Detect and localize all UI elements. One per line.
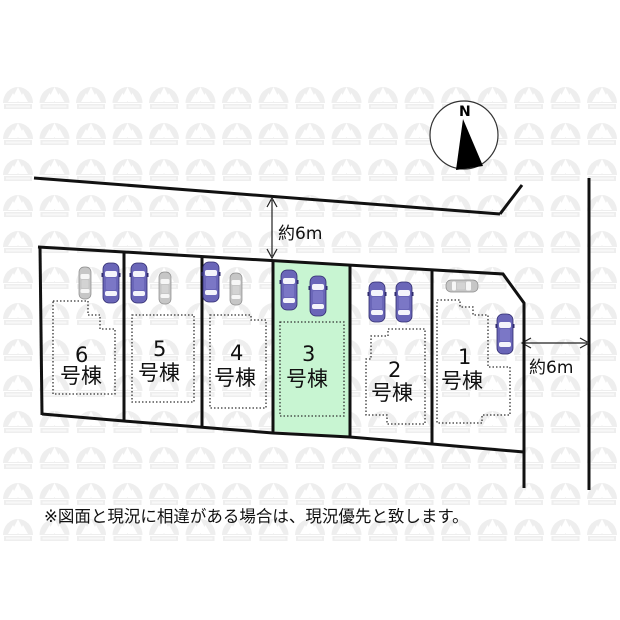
lot-suffix: 号棟 <box>441 369 483 393</box>
footprint-lot-2 <box>365 328 426 425</box>
lot-suffix: 号棟 <box>138 361 180 385</box>
lot-suffix: 号棟 <box>214 366 256 390</box>
lot-number: 2 <box>388 358 401 382</box>
lot-6-label: 6 号棟 <box>60 343 102 388</box>
car-icon <box>129 262 149 304</box>
footprint-lot-4 <box>209 314 267 409</box>
car-icon <box>78 266 92 300</box>
car-icon <box>158 271 172 305</box>
right-road: 約6m <box>520 178 591 490</box>
lot-number: 4 <box>230 341 243 365</box>
car-icon <box>308 275 328 317</box>
lot-3-label: 3 号棟 <box>286 342 328 391</box>
lot-suffix: 号棟 <box>371 381 413 405</box>
compass-north-label: N <box>459 104 471 120</box>
north-arrow-icon <box>456 119 483 170</box>
top-road-corner <box>498 184 524 215</box>
lot-number: 3 <box>302 342 315 366</box>
car-icon <box>495 313 515 355</box>
arrowhead-up-icon <box>266 196 278 208</box>
arrowhead-down-icon <box>266 248 278 260</box>
house-footprints <box>52 299 511 425</box>
car-icon <box>445 279 479 293</box>
lot-number: 6 <box>75 343 88 367</box>
footprint-lot-1 <box>436 299 511 424</box>
site-back-edge <box>41 412 525 454</box>
site-left-edge <box>38 245 44 416</box>
top-road: 約6m <box>33 176 524 260</box>
lot-5-label: 5 号棟 <box>138 337 180 385</box>
disclaimer-note: ※図面と現況に相違がある場合は、現況優先と致します。 <box>44 507 469 526</box>
top-road-far-edge <box>33 176 501 216</box>
lot-number: 1 <box>458 345 471 369</box>
footprint-lot-6 <box>52 300 116 395</box>
car-icon <box>101 262 121 304</box>
site-front-edge <box>37 245 526 488</box>
footprint-lot-3 <box>279 321 345 417</box>
site-outline <box>37 245 526 488</box>
lot-2-label: 2 号棟 <box>371 358 413 405</box>
lot-4-label: 4 号棟 <box>214 341 256 390</box>
car-icon <box>229 272 243 306</box>
right-road-width-label: 約6m <box>529 358 573 378</box>
car-icon <box>394 281 414 323</box>
car-icon <box>201 261 221 303</box>
compass: N <box>429 100 499 170</box>
top-road-width-label: 約6m <box>278 224 322 244</box>
lot-suffix: 号棟 <box>286 367 328 391</box>
car-icon <box>279 269 299 311</box>
arrowhead-right-icon <box>579 337 591 349</box>
lot-1-label: 1 号棟 <box>441 345 483 393</box>
lot-number: 5 <box>153 337 166 361</box>
lot-suffix: 号棟 <box>60 364 102 388</box>
arrowhead-left-icon <box>520 337 532 349</box>
lot-labels: 6 号棟 5 号棟 4 号棟 3 号棟 2 号棟 1 号棟 <box>60 337 483 405</box>
car-icon <box>367 281 387 323</box>
